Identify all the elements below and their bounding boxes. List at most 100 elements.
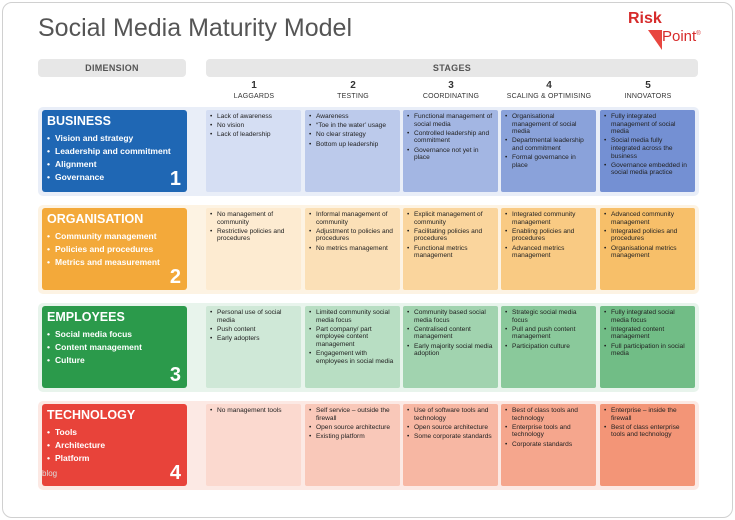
cell-bullet: Part company/ part employee content mana… xyxy=(309,326,396,349)
dimension-item: Community management xyxy=(47,230,182,243)
cell-business-stage-5: Fully integrated management of social me… xyxy=(600,110,695,192)
cell-employees-stage-4: Strategic social media focusPull and pus… xyxy=(501,306,596,388)
dimension-number: 1 xyxy=(169,168,181,190)
dimension-item: Leadership and commitment xyxy=(47,145,182,158)
dimension-item: Content management xyxy=(47,341,182,354)
cell-bullet: Facilitating policies and procedures xyxy=(407,228,494,243)
stage-number: 3 xyxy=(448,80,454,91)
cell-organisation-stage-1: No management of communityRestrictive po… xyxy=(206,208,301,290)
cell-bullet: Informal management of community xyxy=(309,211,396,226)
cell-bullet: Self service – outside the firewall xyxy=(309,407,396,422)
cell-bullet: No metrics management xyxy=(309,245,396,253)
stage-name: COORDINATING xyxy=(422,93,480,100)
dimension-number: 2 xyxy=(169,266,181,288)
dimension-item: Platform xyxy=(47,452,182,465)
risk-point-logo: Risk Point® xyxy=(628,10,708,54)
cell-bullet: Early majority social media adoption xyxy=(407,343,494,358)
cell-bullet: Best of class enterprise tools and techn… xyxy=(604,424,691,439)
cell-bullet: Formal governance in place xyxy=(505,154,592,169)
cell-bullet: Fully integrated management of social me… xyxy=(604,113,691,136)
cell-bullet: Centralised content management xyxy=(407,326,494,341)
cell-bullet: Community based social media focus xyxy=(407,309,494,324)
cell-bullet: Enabling policies and procedures xyxy=(505,228,592,243)
dimension-item: Social media focus xyxy=(47,328,182,341)
dimension-title: TECHNOLOGY xyxy=(47,408,136,422)
dimension-item: Architecture xyxy=(47,439,182,452)
dimension-item: Tools xyxy=(47,426,182,439)
cell-organisation-stage-4: Integrated community managementEnabling … xyxy=(501,208,596,290)
cell-technology-stage-4: Best of class tools and technologyEnterp… xyxy=(501,404,596,486)
logo-text-risk: Risk xyxy=(628,10,662,27)
cell-bullet: Open source architecture xyxy=(309,424,396,432)
dimension-business: BUSINESSVision and strategyLeadership an… xyxy=(42,110,187,192)
cell-bullet: Governance not yet in place xyxy=(407,147,494,162)
dimension-number: 3 xyxy=(169,364,181,386)
cell-bullet: Advanced community management xyxy=(604,211,691,226)
cell-bullet: Early adopters xyxy=(210,335,297,343)
cell-bullet: Integrated policies and procedures xyxy=(604,228,691,243)
cell-bullet: Organisational metrics management xyxy=(604,245,691,260)
cell-bullet: Integrated content management xyxy=(604,326,691,341)
cell-bullet: Open source architecture xyxy=(407,424,494,432)
cell-bullet: Strategic social media focus xyxy=(505,309,592,324)
cell-bullet: Pull and push content management xyxy=(505,326,592,341)
dimension-organisation: ORGANISATIONCommunity managementPolicies… xyxy=(42,208,187,290)
cell-technology-stage-1: No management tools xyxy=(206,404,301,486)
page-title: Social Media Maturity Model xyxy=(38,14,353,42)
cell-business-stage-4: Organisational management of social medi… xyxy=(501,110,596,192)
cell-bullet: Functional metrics management xyxy=(407,245,494,260)
cell-bullet: Adjustment to policies and procedures xyxy=(309,228,396,243)
cell-bullet: Departmental leadership and commitment xyxy=(505,137,592,152)
dimension-item: Metrics and measurement xyxy=(47,256,182,269)
dimension-technology: TECHNOLOGY ToolsArchitecturePlatform4 xyxy=(42,404,187,486)
cell-business-stage-2: Awareness“Toe in the water’ usageNo clea… xyxy=(305,110,400,192)
cell-bullet: Organisational management of social medi… xyxy=(505,113,592,136)
cell-employees-stage-5: Fully integrated social media focusInteg… xyxy=(600,306,695,388)
cell-organisation-stage-5: Advanced community managementIntegrated … xyxy=(600,208,695,290)
stage-number: 2 xyxy=(350,80,356,91)
cell-bullet: No vision xyxy=(210,122,297,130)
cell-bullet: Lack of awareness xyxy=(210,113,297,121)
cell-bullet: Governance embedded in social media prac… xyxy=(604,162,691,177)
stage-number: 4 xyxy=(546,80,552,91)
cell-organisation-stage-3: Explicit management of communityFacilita… xyxy=(403,208,498,290)
dimension-title: EMPLOYEES xyxy=(47,310,125,324)
cell-bullet: Integrated community management xyxy=(505,211,592,226)
stages-header: STAGES xyxy=(206,59,698,77)
cell-bullet: Awareness xyxy=(309,113,396,121)
cell-bullet: “Toe in the water’ usage xyxy=(309,122,396,130)
cell-bullet: No clear strategy xyxy=(309,131,396,139)
stage-name: INNOVATORS xyxy=(624,93,672,100)
cell-bullet: Functional management of social media xyxy=(407,113,494,128)
dimension-title: BUSINESS xyxy=(47,114,111,128)
cell-bullet: Personal use of social media xyxy=(210,309,297,324)
cell-business-stage-1: Lack of awarenessNo visionLack of leader… xyxy=(206,110,301,192)
logo-text-point: Point® xyxy=(662,28,701,45)
cell-bullet: Enterprise tools and technology xyxy=(505,424,592,439)
cell-bullet: Fully integrated social media focus xyxy=(604,309,691,324)
cell-bullet: Some corporate standards xyxy=(407,433,494,441)
cell-bullet: Controlled leadership and commitment xyxy=(407,130,494,145)
cell-employees-stage-1: Personal use of social mediaPush content… xyxy=(206,306,301,388)
cell-bullet: Full participation in social media xyxy=(604,343,691,358)
cell-bullet: Existing platform xyxy=(309,433,396,441)
dimension-item: Governance xyxy=(47,171,182,184)
cell-bullet: Restrictive policies and procedures xyxy=(210,228,297,243)
cell-bullet: Lack of leadership xyxy=(210,131,297,139)
stage-number: 5 xyxy=(645,80,651,91)
cell-employees-stage-3: Community based social media focusCentra… xyxy=(403,306,498,388)
dimension-employees: EMPLOYEES Social media focusContent manag… xyxy=(42,306,187,388)
cell-business-stage-3: Functional management of social mediaCon… xyxy=(403,110,498,192)
cell-technology-stage-5: Enterprise – inside the firewallBest of … xyxy=(600,404,695,486)
cell-organisation-stage-2: Informal management of communityAdjustme… xyxy=(305,208,400,290)
cell-bullet: Use of software tools and technology xyxy=(407,407,494,422)
cell-technology-stage-2: Self service – outside the firewallOpen … xyxy=(305,404,400,486)
dimension-item: Alignment xyxy=(47,158,182,171)
cell-bullet: Participation culture xyxy=(505,343,592,351)
cell-bullet: Bottom up leadership xyxy=(309,141,396,149)
dimension-number: 4 xyxy=(169,462,181,484)
